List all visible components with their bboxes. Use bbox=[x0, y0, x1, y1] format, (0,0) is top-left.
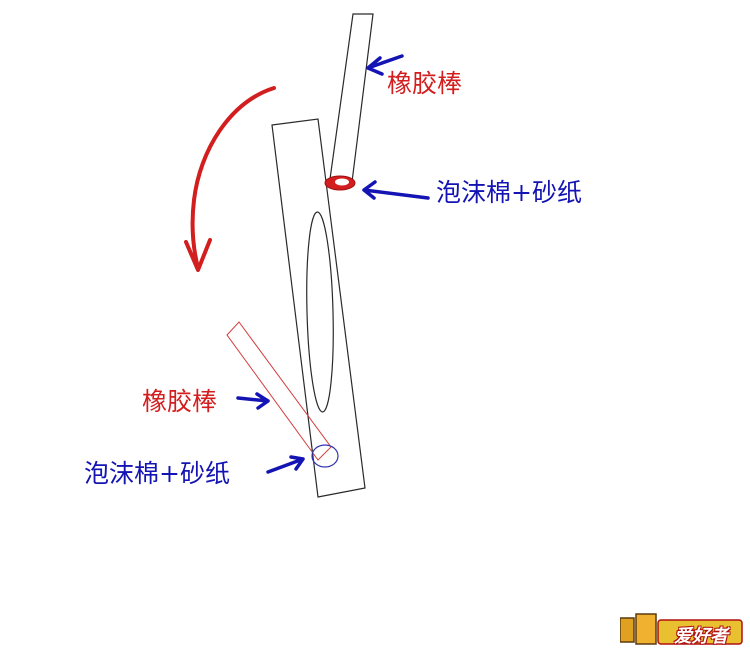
tilted-board bbox=[271, 118, 366, 498]
label-rubber-rod-top: 橡胶棒 bbox=[387, 69, 463, 98]
board-slot bbox=[306, 211, 334, 413]
pointer-arrow-foam-top bbox=[362, 180, 430, 200]
pointer-arrow-rod-bottom bbox=[236, 392, 270, 410]
logo-block-left bbox=[620, 617, 635, 643]
label-rubber-rod-bottom: 橡胶棒 bbox=[142, 387, 218, 416]
rubber-rod-top bbox=[329, 13, 374, 183]
logo-text: 爱好者 bbox=[674, 626, 728, 647]
label-foam-sandpaper-bottom: 泡沫棉+砂纸 bbox=[84, 459, 230, 488]
rotation-arrow-head bbox=[184, 238, 212, 272]
rubber-rod-bottom bbox=[226, 321, 332, 461]
label-foam-sandpaper-top: 泡沫棉+砂纸 bbox=[436, 178, 582, 207]
pointer-arrow-foam-bottom bbox=[266, 455, 305, 474]
foam-pad-top-highlight bbox=[335, 178, 349, 186]
site-logo bbox=[620, 613, 743, 645]
rotation-arrow bbox=[190, 86, 276, 270]
foam-pad-bottom bbox=[311, 444, 339, 468]
pointer-arrow-rod-top bbox=[366, 54, 404, 76]
logo-block-right bbox=[635, 613, 657, 645]
logo-banner bbox=[657, 619, 743, 645]
